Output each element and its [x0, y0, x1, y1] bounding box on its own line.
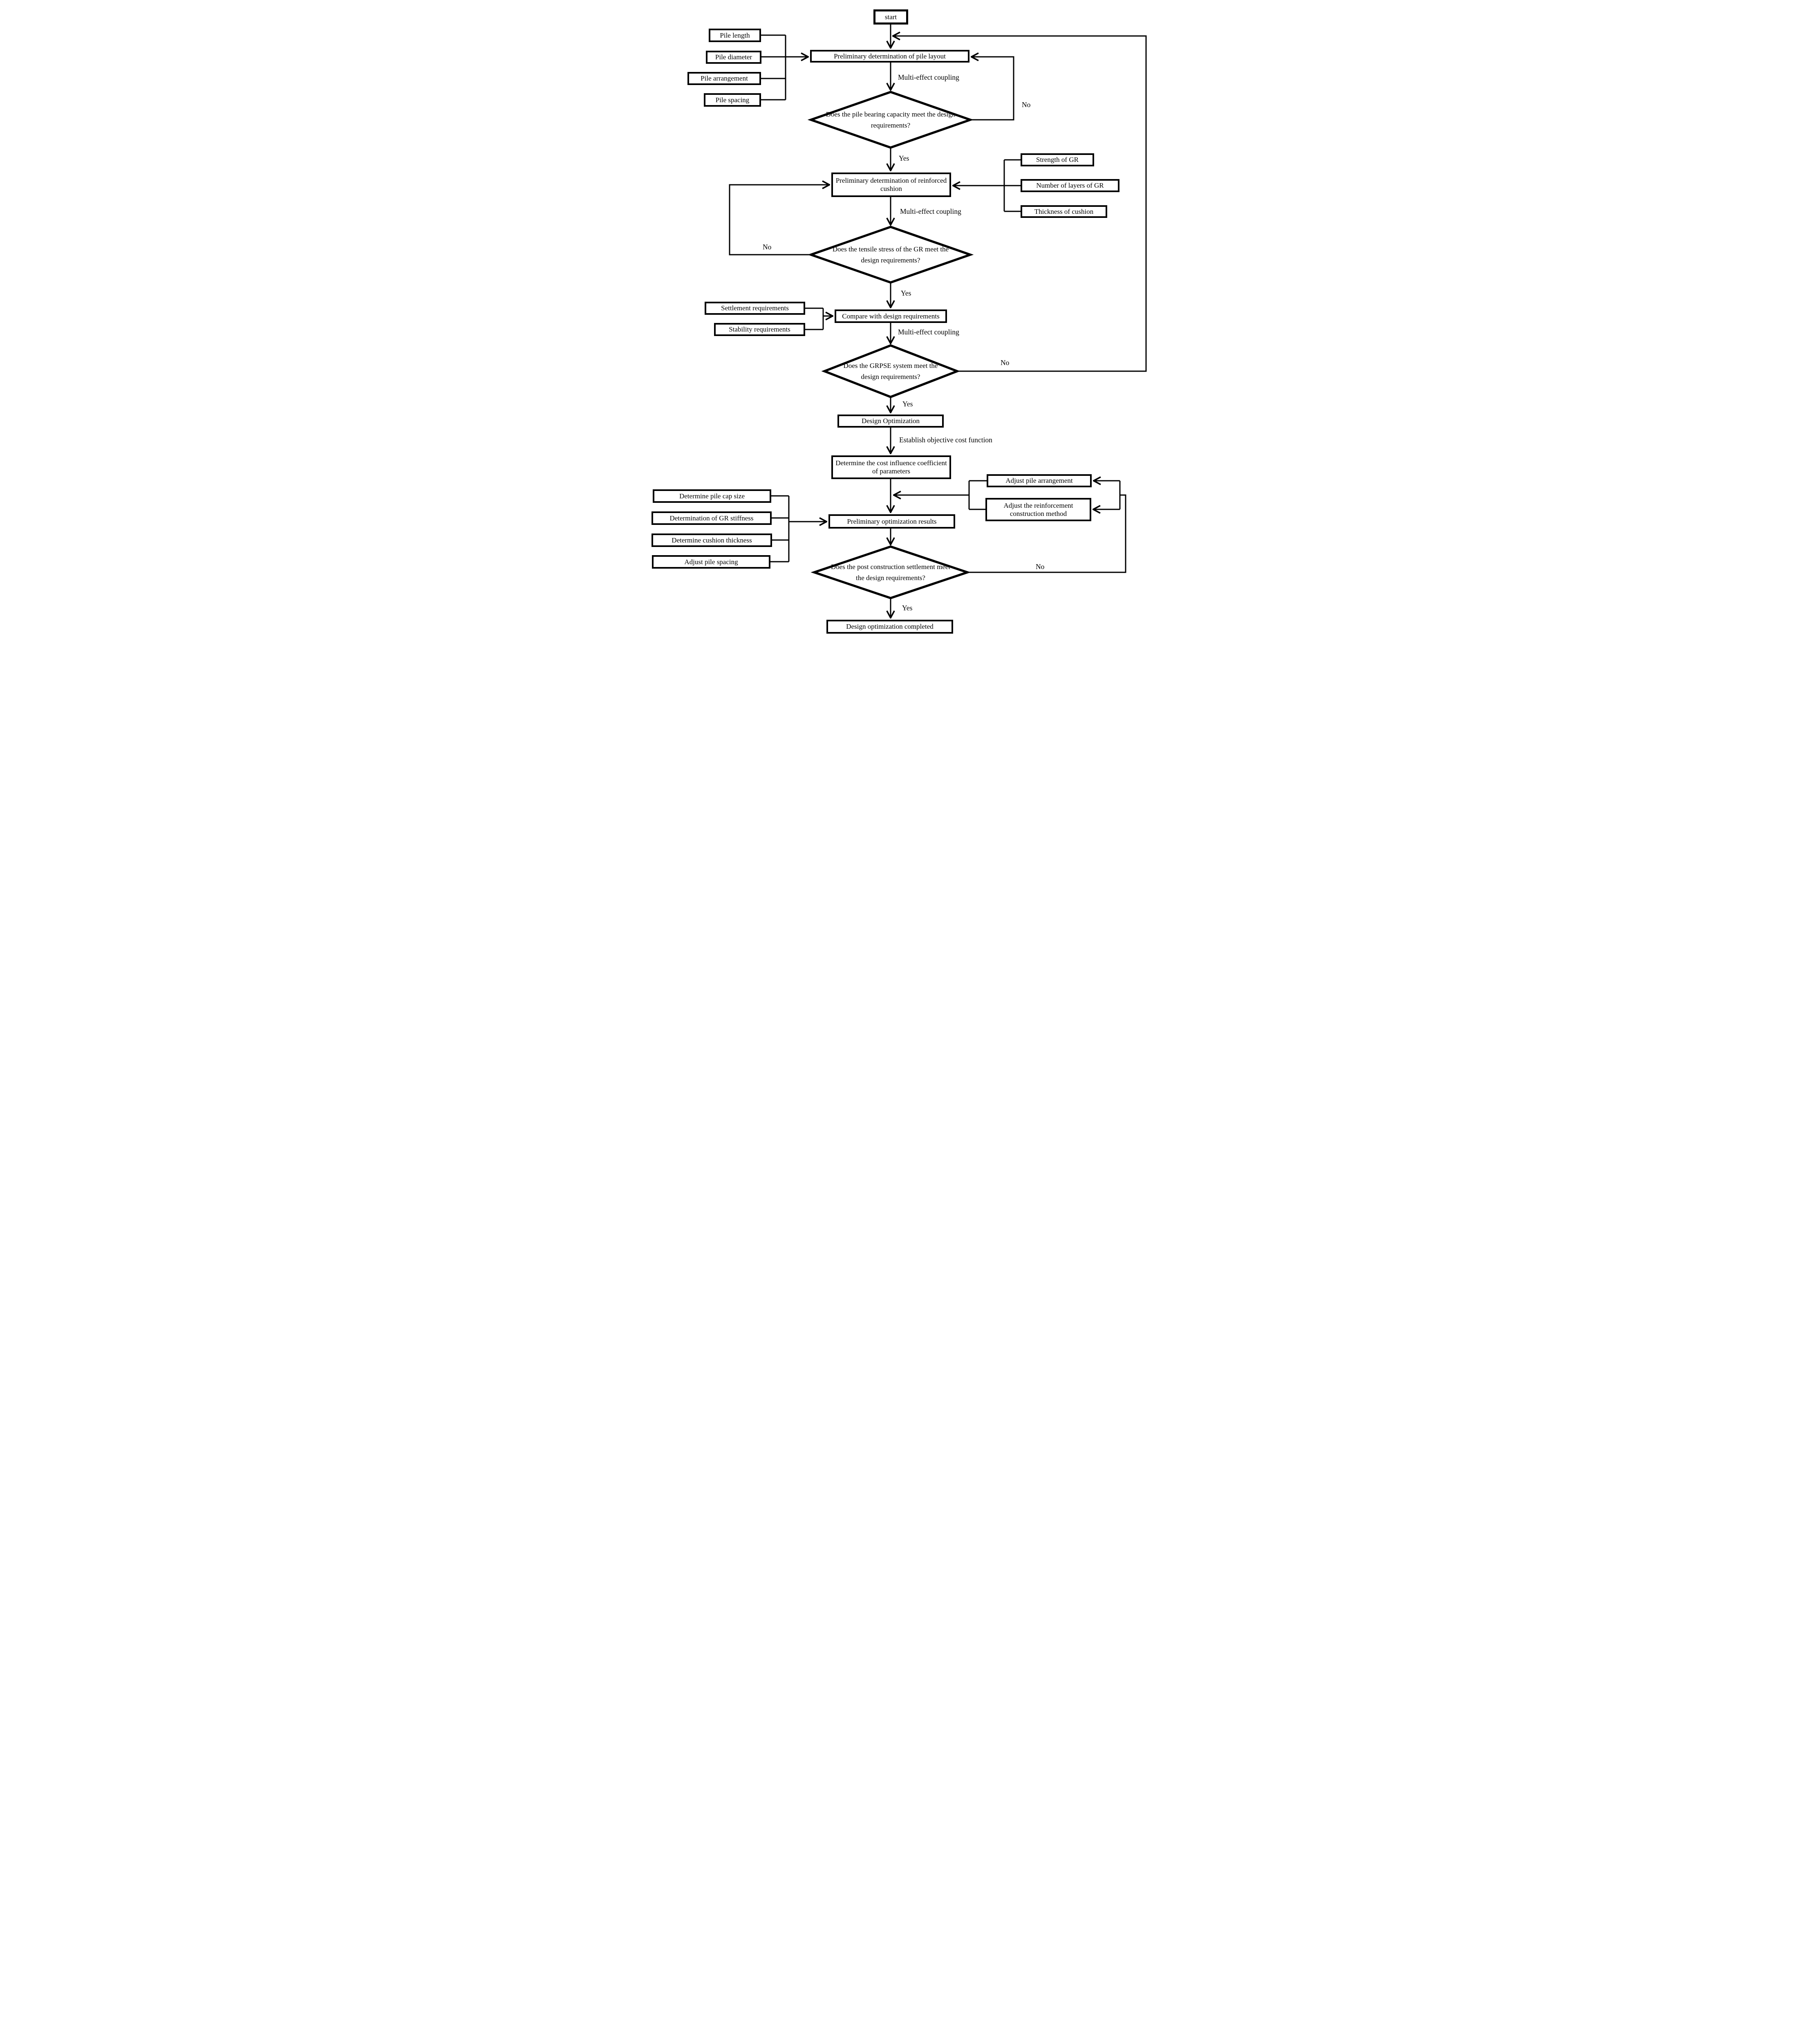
process-pile-layout: Preliminary determination of pile layout: [810, 50, 969, 63]
process-compare-requirements: Compare with design requirements: [835, 309, 947, 323]
input-pile-cap-size: Determine pile cap size: [653, 489, 771, 503]
edge-no-feedback-settlement: [967, 494, 1126, 573]
edge-no-feedback-tensile: [729, 185, 829, 256]
label-no-2: No: [763, 243, 772, 251]
label-yes-2: Yes: [901, 289, 911, 297]
decision-diamond-settlement: [810, 545, 971, 599]
edges: [729, 25, 1147, 617]
input-settlement-requirements: Settlement requirements: [705, 302, 805, 315]
decision-diamonds: [807, 91, 974, 599]
input-pile-diameter: Pile diameter: [706, 51, 761, 64]
decision-grpse-text: Does the GRPSE system meet the design re…: [843, 361, 938, 381]
process-cost-coefficient: Determine the cost influence coefficient…: [831, 455, 951, 479]
decision-bearing-text: Does the pile bearing capacity meet the …: [826, 110, 956, 129]
flowchart-connectors: [729, 25, 1147, 639]
edge-no-feedback-bearing: [970, 57, 1014, 121]
decision-settlement-text: Does the post construction settlement me…: [831, 563, 951, 582]
label-yes-4: Yes: [902, 604, 913, 612]
process-adjust-reinforcement-method: Adjust the reinforcement construction me…: [985, 498, 1091, 521]
label-establish-cost-function: Establish objective cost function: [899, 436, 992, 444]
edge-no-feedback-grpse: [893, 36, 1147, 372]
label-multi-effect-1: Multi-effect coupling: [898, 73, 959, 81]
label-yes-3: Yes: [902, 400, 913, 408]
input-gr-strength: Strength of GR: [1021, 153, 1094, 166]
label-multi-effect-2: Multi-effect coupling: [900, 207, 961, 215]
input-pile-arrangement: Pile arrangement: [687, 72, 761, 85]
start-node: start: [873, 9, 908, 25]
flowchart: start Preliminary determination of pile …: [647, 0, 1153, 639]
decision-diamond-tensile: [807, 226, 974, 284]
decision-diamond-grpse: [821, 344, 960, 398]
process-preliminary-results: Preliminary optimization results: [828, 514, 955, 529]
input-pile-spacing: Pile spacing: [704, 93, 761, 107]
process-adjust-pile-arrangement: Adjust pile arrangement: [987, 474, 1092, 487]
label-yes-1: Yes: [899, 154, 909, 162]
label-no-4: No: [1036, 563, 1045, 571]
input-determine-cushion-thickness: Determine cushion thickness: [651, 533, 772, 547]
process-reinforced-cushion: Preliminary determination of reinforced …: [831, 173, 951, 197]
input-adjust-pile-spacing: Adjust pile spacing: [652, 555, 770, 569]
label-no-1: No: [1022, 101, 1031, 109]
input-gr-layers: Number of layers of GR: [1021, 179, 1119, 192]
label-multi-effect-3: Multi-effect coupling: [898, 328, 959, 336]
input-cushion-thickness: Thickness of cushion: [1021, 205, 1107, 218]
label-no-3: No: [1001, 359, 1010, 367]
process-design-optimization: Design Optimization: [837, 415, 944, 428]
input-stability-requirements: Stability requirements: [714, 323, 805, 336]
decision-tensile-text: Does the tensile stress of the GR meet t…: [832, 245, 949, 264]
end-node-completed: Design optimization completed: [826, 620, 953, 634]
decision-diamond-bearing: [807, 91, 974, 149]
input-gr-stiffness: Determination of GR stiffness: [651, 511, 772, 525]
input-pile-length: Pile length: [709, 29, 761, 42]
